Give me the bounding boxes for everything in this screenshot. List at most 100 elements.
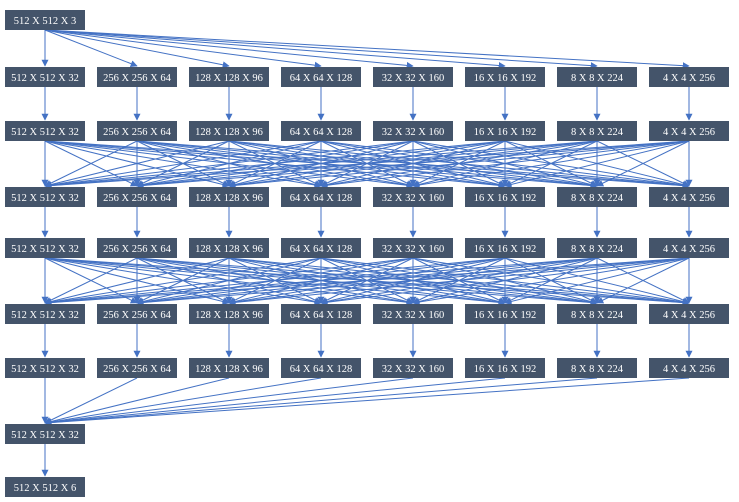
layer-node-row6-col4: 64 X 64 X 128: [281, 358, 361, 378]
node-box: [373, 67, 453, 87]
node-box: [465, 238, 545, 258]
layer-node-row6-col3: 128 X 128 X 96: [189, 358, 269, 378]
arrow-dense-2-to-3: [44, 140, 690, 190]
layer-node-row1-col1: 512 X 512 X 32: [5, 67, 85, 87]
arrow-input-to-row1: [44, 29, 506, 69]
node-box: [649, 187, 729, 207]
arrow-dense-4-to-5: [412, 257, 690, 306]
layer-node-row1-col8: 4 X 4 X 256: [649, 67, 729, 87]
node-label: 16 X 16 X 192: [474, 193, 536, 204]
node-box: [465, 304, 545, 324]
layer-node-row3-col3: 128 X 128 X 96: [189, 187, 269, 207]
node-label: 128 X 128 X 96: [195, 310, 263, 321]
node-box: [5, 10, 85, 30]
layer-node-row1-col6: 16 X 16 X 192: [465, 67, 545, 87]
node-label: 512 X 512 X 32: [11, 430, 79, 441]
layer-node-row5-col4: 64 X 64 X 128: [281, 304, 361, 324]
node-label: 32 X 32 X 160: [382, 364, 444, 375]
arrow-input-to-row1: [44, 29, 598, 70]
node-label: 32 X 32 X 160: [382, 127, 444, 138]
node-label: 512 X 512 X 32: [11, 244, 79, 255]
arrow-row6-to-merge: [44, 377, 230, 425]
layer-node-row6-col8: 4 X 4 X 256: [649, 358, 729, 378]
merge-node: 512 X 512 X 32: [5, 424, 85, 444]
arrow-dense-2-to-3: [44, 140, 230, 188]
node-label: 8 X 8 X 224: [571, 364, 624, 375]
arrow-dense-2-to-3: [44, 140, 598, 189]
layer-node-row4-col5: 32 X 32 X 160: [373, 238, 453, 258]
layer-node-row3-col7: 8 X 8 X 224: [557, 187, 637, 207]
node-box: [557, 238, 637, 258]
node-label: 128 X 128 X 96: [195, 244, 263, 255]
layer-node-row5-col1: 512 X 512 X 32: [5, 304, 85, 324]
node-label: 512 X 512 X 6: [14, 483, 76, 494]
node-box: [557, 121, 637, 141]
arrow-row6-to-merge: [44, 377, 322, 426]
layer-node-row2-col6: 16 X 16 X 192: [465, 121, 545, 141]
arrow-dense-4-to-5: [136, 257, 690, 306]
node-label: 16 X 16 X 192: [474, 73, 536, 84]
node-box: [97, 358, 177, 378]
node-box: [189, 238, 269, 258]
node-label: 8 X 8 X 224: [571, 73, 624, 84]
arrow-dense-4-to-5: [44, 257, 506, 306]
layer-node-row3-col1: 512 X 512 X 32: [5, 187, 85, 207]
node-label: 512 X 512 X 32: [11, 310, 79, 321]
node-box: [97, 67, 177, 87]
node-label: 256 X 256 X 64: [103, 244, 171, 255]
node-label: 4 X 4 X 256: [663, 193, 715, 204]
arrow-row6-to-merge: [44, 377, 506, 426]
layer-node-row2-col3: 128 X 128 X 96: [189, 121, 269, 141]
node-label: 32 X 32 X 160: [382, 73, 444, 84]
arrow-dense-2-to-3: [44, 140, 322, 189]
arrow-dense-4-to-5: [44, 257, 598, 306]
node-label: 64 X 64 X 128: [290, 310, 352, 321]
node-label: 256 X 256 X 64: [103, 310, 171, 321]
arrow-dense-4-to-5: [228, 257, 690, 306]
node-box: [465, 358, 545, 378]
node-label: 4 X 4 X 256: [663, 244, 715, 255]
node-box: [5, 304, 85, 324]
layer-node-row4-col6: 16 X 16 X 192: [465, 238, 545, 258]
node-label: 64 X 64 X 128: [290, 193, 352, 204]
arrow-input-to-row1: [44, 29, 230, 69]
layer-node-row3-col6: 16 X 16 X 192: [465, 187, 545, 207]
layer-node-row1-col3: 128 X 128 X 96: [189, 67, 269, 87]
node-label: 16 X 16 X 192: [474, 364, 536, 375]
arrow-dense-2-to-3: [44, 140, 414, 189]
arrow-input-to-row1: [44, 29, 690, 70]
node-label: 8 X 8 X 224: [571, 127, 624, 138]
node-label: 128 X 128 X 96: [195, 127, 263, 138]
layer-node-row1-col2: 256 X 256 X 64: [97, 67, 177, 87]
node-label: 512 X 512 X 3: [14, 16, 76, 27]
node-label: 64 X 64 X 128: [290, 127, 352, 138]
layer-node-row4-col4: 64 X 64 X 128: [281, 238, 361, 258]
node-label: 64 X 64 X 128: [290, 244, 352, 255]
node-box: [373, 121, 453, 141]
arrow-dense-4-to-5: [44, 257, 322, 306]
node-label: 256 X 256 X 64: [103, 127, 171, 138]
layer-node-row6-col1: 512 X 512 X 32: [5, 358, 85, 378]
node-box: [189, 67, 269, 87]
layer-node-row4-col3: 128 X 128 X 96: [189, 238, 269, 258]
arrow-dense-4-to-5: [320, 257, 690, 306]
node-box: [373, 358, 453, 378]
node-box: [649, 121, 729, 141]
layer-node-row4-col8: 4 X 4 X 256: [649, 238, 729, 258]
node-box: [281, 187, 361, 207]
layer-node-row5-col7: 8 X 8 X 224: [557, 304, 637, 324]
node-label: 512 X 512 X 32: [11, 73, 79, 84]
node-box: [649, 358, 729, 378]
node-box: [281, 121, 361, 141]
arrow-dense-2-to-3: [228, 140, 690, 189]
node-box: [557, 358, 637, 378]
node-box: [97, 121, 177, 141]
layer-node-row3-col5: 32 X 32 X 160: [373, 187, 453, 207]
arrow-dense-2-to-3: [44, 140, 138, 187]
layer-node-row5-col3: 128 X 128 X 96: [189, 304, 269, 324]
node-label: 16 X 16 X 192: [474, 310, 536, 321]
node-label: 512 X 512 X 32: [11, 127, 79, 138]
arrow-input-to-row1: [44, 29, 322, 69]
node-box: [97, 187, 177, 207]
